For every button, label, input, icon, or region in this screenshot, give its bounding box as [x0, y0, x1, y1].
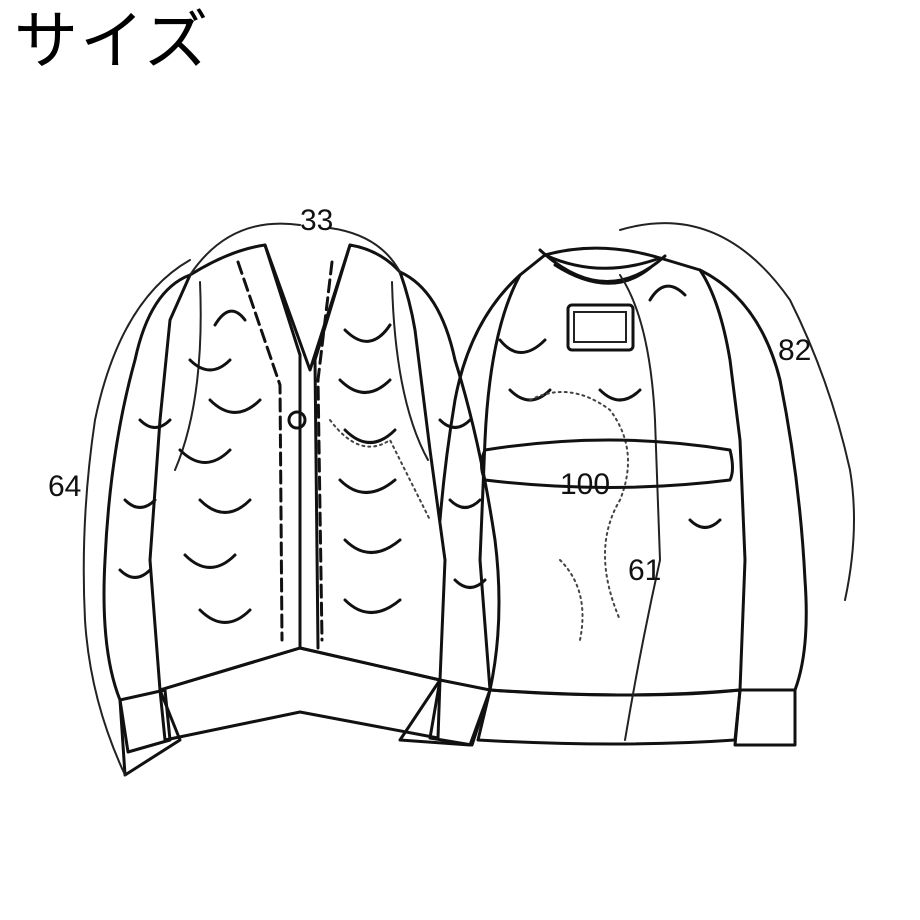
cardigan-front-illustration	[82, 222, 501, 777]
yuki-measurement-label: 82	[778, 334, 811, 367]
shoulder-measurement-label: 33	[300, 204, 333, 237]
length-measurement-label: 61	[628, 554, 661, 587]
chest-measurement-label: 100	[560, 468, 610, 501]
page-title: サイズ	[14, 5, 211, 79]
pullover-back-illustration	[438, 222, 855, 747]
sleeve-measurement-label: 64	[48, 470, 81, 503]
